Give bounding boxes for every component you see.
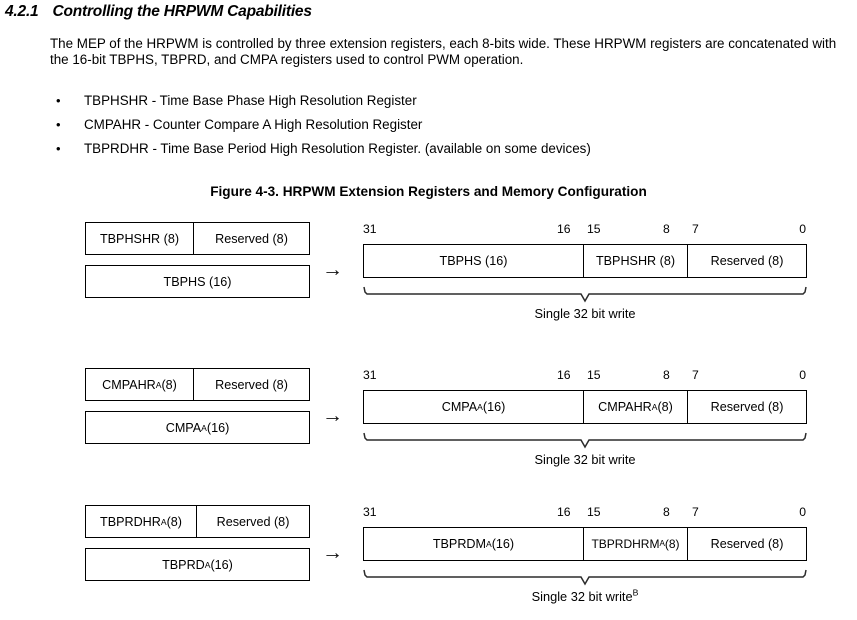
bit-label-0: 0 <box>799 222 806 236</box>
bit-label-7: 7 <box>692 505 699 519</box>
register-field-mid: TBPHSHR (8) <box>584 245 688 277</box>
source-cell-reserved: Reserved (8) <box>216 514 290 529</box>
list-item: • TBPRDHR - Time Base Period High Resolu… <box>50 137 840 161</box>
source-cell-reserved: Reserved (8) <box>215 377 288 392</box>
list-item-label: TBPRDHR - Time Base Period High Resoluti… <box>84 141 591 156</box>
bit-label-8: 8 <box>663 505 670 519</box>
source-cell-extension-width: (8) <box>161 377 177 392</box>
source-cell-reserved: Reserved (8) <box>215 231 288 246</box>
memory-word-32bit: TBPHS (16) TBPHSHR (8) Reserved (8) <box>363 244 807 278</box>
source-cell-extension: TBPHSHR (8) <box>86 223 194 254</box>
body-paragraph: The MEP of the HRPWM is controlled by th… <box>50 36 837 68</box>
list-item: • CMPAHR - Counter Compare A High Resolu… <box>50 113 840 137</box>
bit-index-labels: 31 16 15 8 7 0 <box>363 505 807 523</box>
brace-label-text: Single 32 bit write <box>534 452 636 467</box>
register-field-mid-name: CMPAHR <box>598 400 652 414</box>
brace-label: Single 32 bit write <box>363 452 807 467</box>
bit-label-16: 16 <box>557 368 571 382</box>
brace-label: Single 32 bit writeB <box>363 587 807 604</box>
register-field-high-name: TBPRDM <box>432 537 487 551</box>
list-item-label: TBPHSHR - Time Base Phase High Resolutio… <box>84 93 417 108</box>
bit-index-labels: 31 16 15 8 7 0 <box>363 368 807 386</box>
bit-label-7: 7 <box>692 368 699 382</box>
brace-label-text: Single 32 bit write <box>531 589 633 604</box>
list-item: • TBPHSHR - Time Base Phase High Resolut… <box>50 89 840 113</box>
bullet-marker-icon: • <box>56 93 61 108</box>
brace-icon <box>363 286 807 303</box>
brace-label-text: Single 32 bit write <box>534 306 636 321</box>
section-number: 4.2.1 <box>5 3 39 20</box>
section-title: Controlling the HRPWM Capabilities <box>52 3 312 20</box>
register-field-high-width: (16) <box>482 400 506 414</box>
section-heading: 4.2.1 Controlling the HRPWM Capabilities <box>5 3 312 21</box>
brace-label: Single 32 bit write <box>363 306 807 321</box>
source-cell-extension-width: (8) <box>166 514 182 529</box>
bit-label-31: 31 <box>363 505 377 519</box>
source-register-pair-top: TBPHSHR (8) Reserved (8) <box>85 222 310 255</box>
right-arrow-icon: → <box>322 541 343 564</box>
bit-label-16: 16 <box>557 505 571 519</box>
register-field-high: TBPHS (16) <box>364 245 584 277</box>
register-field-low: Reserved (8) <box>710 400 784 414</box>
right-arrow-icon: → <box>322 404 343 427</box>
right-arrow-icon: → <box>322 258 343 281</box>
bullet-marker-icon: • <box>56 141 61 156</box>
bullet-marker-icon: • <box>56 117 61 132</box>
register-field-high-width: (16) <box>491 537 515 551</box>
bit-label-8: 8 <box>663 368 670 382</box>
bit-label-7: 7 <box>692 222 699 236</box>
bit-label-15: 15 <box>587 368 601 382</box>
footnote-marker: B <box>632 587 639 598</box>
source-cell-extension-name: TBPRDHR <box>100 514 161 529</box>
source-register-pair-bottom: TBPHS (16) <box>85 265 310 298</box>
bit-label-0: 0 <box>799 505 806 519</box>
brace-icon <box>363 432 807 449</box>
source-cell-main: TBPHS (16) <box>163 274 232 289</box>
source-cell-main-name: CMPA <box>165 420 202 435</box>
bit-label-15: 15 <box>587 505 601 519</box>
source-cell-main-width: (16) <box>210 557 233 572</box>
source-cell-extension-name: CMPAHR <box>102 377 156 392</box>
brace-icon <box>363 569 807 586</box>
register-field-low: Reserved (8) <box>710 254 784 268</box>
list-item-label: CMPAHR - Counter Compare A High Resoluti… <box>84 117 423 132</box>
bit-label-16: 16 <box>557 222 571 236</box>
source-cell-main-width: (16) <box>206 420 230 435</box>
bit-label-15: 15 <box>587 222 601 236</box>
bit-label-31: 31 <box>363 222 377 236</box>
register-field-low: Reserved (8) <box>710 537 784 551</box>
register-field-high-name: CMPA <box>441 400 478 414</box>
register-field-mid-width: (8) <box>657 400 673 414</box>
bullet-list: • TBPHSHR - Time Base Phase High Resolut… <box>50 89 840 161</box>
bit-index-labels: 31 16 15 8 7 0 <box>363 222 807 240</box>
bit-label-8: 8 <box>663 222 670 236</box>
register-field-mid-width: (8) <box>664 537 680 551</box>
bit-label-31: 31 <box>363 368 377 382</box>
bit-label-0: 0 <box>799 368 806 382</box>
source-cell-main-name: TBPRD <box>162 557 205 572</box>
figure-caption: Figure 4-3. HRPWM Extension Registers an… <box>210 184 647 199</box>
register-field-mid-name: TBPRDHRM <box>591 537 660 551</box>
